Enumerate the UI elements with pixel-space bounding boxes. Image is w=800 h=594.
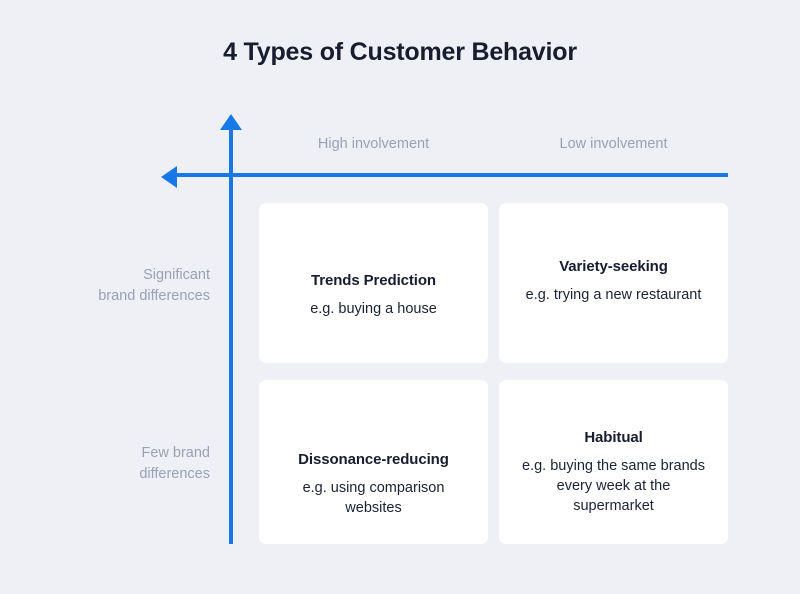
column-header-high-involvement: High involvement <box>317 136 430 152</box>
row-label-line-1: Significant <box>143 267 210 283</box>
quadrant-title: Habitual <box>584 428 643 446</box>
row-label-line-1: Few brand <box>141 445 210 461</box>
quadrant-example: e.g. buying the same brands every week a… <box>522 457 705 514</box>
quadrant-example: e.g. using comparison websites <box>302 479 445 516</box>
vertical-axis-arrow-up-icon <box>220 114 242 130</box>
quadrant-card-content: Dissonance-reducing e.g. using compariso… <box>275 451 472 518</box>
column-header-low-involvement: Low involvement <box>559 136 668 152</box>
quadrant-title: Trends Prediction <box>311 271 436 289</box>
quadrant-card-variety-seeking: Variety-seeking e.g. trying a new restau… <box>499 203 728 363</box>
horizontal-axis-arrow-left-icon <box>161 166 177 188</box>
row-label-significant-brand-differences: Significant brand differences <box>20 265 210 307</box>
quadrant-card-content: Trends Prediction e.g. buying a house <box>275 272 472 319</box>
page-title: 4 Types of Customer Behavior <box>223 38 577 66</box>
quadrant-card-habitual: Habitual e.g. buying the same brands eve… <box>499 380 728 544</box>
quadrant-card-trends-prediction: Trends Prediction e.g. buying a house <box>259 203 488 363</box>
row-label-line-2: brand differences <box>98 288 210 304</box>
quadrant-card-content: Habitual e.g. buying the same brands eve… <box>515 429 712 516</box>
quadrant-card-dissonance-reducing: Dissonance-reducing e.g. using compariso… <box>259 380 488 544</box>
quadrant-title: Dissonance-reducing <box>298 450 449 468</box>
horizontal-axis-line <box>175 173 728 177</box>
vertical-axis-line <box>229 128 233 544</box>
quadrant-example: e.g. trying a new restaurant <box>525 286 702 303</box>
row-label-few-brand-differences: Few brand differences <box>20 443 210 485</box>
row-label-line-2: differences <box>139 466 210 482</box>
quadrant-card-content: Variety-seeking e.g. trying a new restau… <box>515 258 712 305</box>
quadrant-title: Variety-seeking <box>559 257 668 275</box>
quadrant-example: e.g. buying a house <box>310 300 437 317</box>
